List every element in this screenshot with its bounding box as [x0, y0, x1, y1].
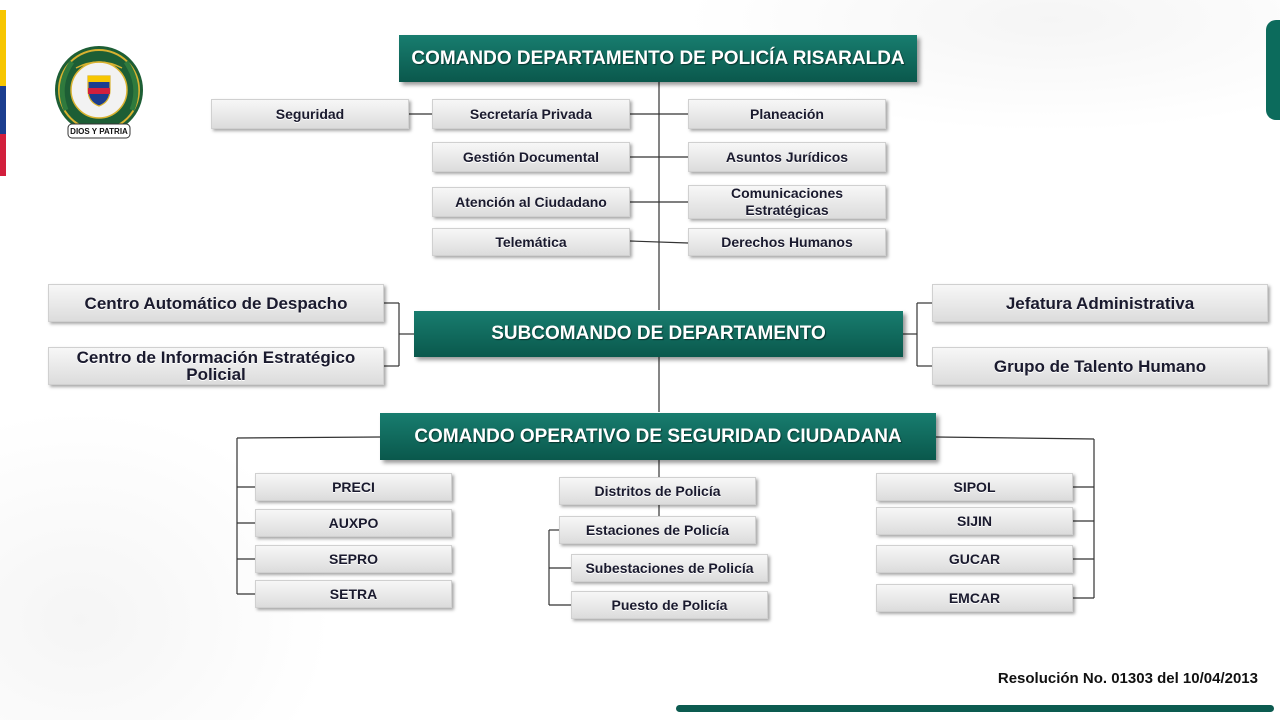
- op-subestaciones: Subestaciones de Policía: [571, 554, 768, 582]
- staff-derechos-humanos: Derechos Humanos: [688, 228, 886, 256]
- sub-centro-automatico: Centro Automático de Despacho: [48, 284, 384, 322]
- op-emcar: EMCAR: [876, 584, 1073, 612]
- op-gucar: GUCAR: [876, 545, 1073, 573]
- staff-seguridad: Seguridad: [211, 99, 409, 129]
- staff-comunicaciones: Comunicaciones Estratégicas: [688, 185, 886, 219]
- subcommand-title: SUBCOMANDO DE DEPARTAMENTO: [491, 323, 826, 344]
- flag-stripe-yellow: [0, 10, 6, 86]
- sub-grupo-talento-humano: Grupo de Talento Humano: [932, 347, 1268, 385]
- op-estaciones: Estaciones de Policía: [559, 516, 756, 544]
- sub-centro-informacion: Centro de Información Estratégico Polici…: [48, 347, 384, 385]
- op-setra: SETRA: [255, 580, 452, 608]
- op-sepro: SEPRO: [255, 545, 452, 573]
- command-title: COMANDO DEPARTAMENTO DE POLICÍA RISARALD…: [411, 47, 905, 69]
- op-auxpo: AUXPO: [255, 509, 452, 537]
- subcommand-title-box: SUBCOMANDO DE DEPARTAMENTO: [414, 311, 903, 357]
- op-puesto: Puesto de Policía: [571, 591, 768, 619]
- staff-telematica: Telemática: [432, 228, 630, 256]
- op-sipol: SIPOL: [876, 473, 1073, 501]
- svg-text:DIOS Y PATRIA: DIOS Y PATRIA: [70, 127, 128, 136]
- operational-title-box: COMANDO OPERATIVO DE SEGURIDAD CIUDADANA: [380, 413, 936, 460]
- staff-planeacion: Planeación: [688, 99, 886, 129]
- flag-stripe-red: [0, 134, 6, 176]
- staff-gestion-documental: Gestión Documental: [432, 142, 630, 172]
- operational-title: COMANDO OPERATIVO DE SEGURIDAD CIUDADANA: [414, 425, 902, 447]
- police-shield-logo: DIOS Y PATRIA: [55, 46, 143, 139]
- staff-atencion-ciudadano: Atención al Ciudadano: [432, 187, 630, 217]
- staff-asuntos-juridicos: Asuntos Jurídicos: [688, 142, 886, 172]
- op-preci: PRECI: [255, 473, 452, 501]
- sub-jefatura-administrativa: Jefatura Administrativa: [932, 284, 1268, 322]
- command-title-box: COMANDO DEPARTAMENTO DE POLICÍA RISARALD…: [399, 35, 917, 82]
- bottom-accent-bar: [676, 705, 1274, 712]
- op-sijin: SIJIN: [876, 507, 1073, 535]
- side-tab-decoration: [1266, 20, 1280, 120]
- op-distritos: Distritos de Policía: [559, 477, 756, 505]
- flag-stripe-blue: [0, 86, 6, 134]
- resolution-note: Resolución No. 01303 del 10/04/2013: [997, 670, 1258, 687]
- staff-secretaria-privada: Secretaría Privada: [432, 99, 630, 129]
